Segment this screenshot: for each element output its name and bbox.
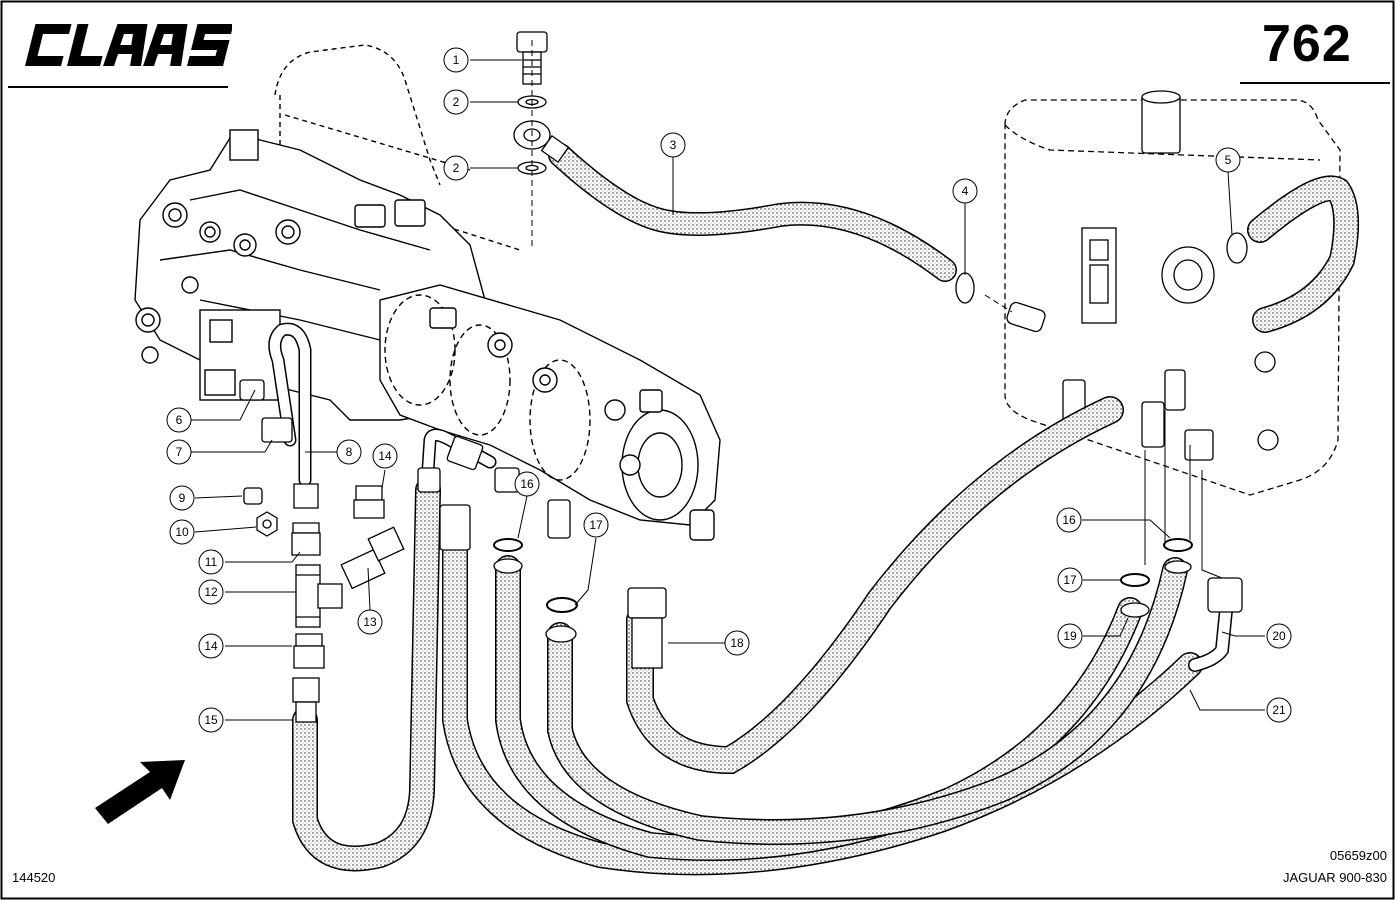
hose-assemblies <box>268 143 1360 876</box>
svg-text:14: 14 <box>204 639 218 653</box>
callout-15: 15 <box>198 707 224 733</box>
callout-1: 1 <box>443 47 469 73</box>
callout-10: 10 <box>169 519 195 545</box>
callout-20: 20 <box>1266 623 1292 649</box>
callout-2a: 2 <box>443 89 469 115</box>
svg-text:16: 16 <box>1062 513 1076 527</box>
callout-5: 5 <box>1215 147 1241 173</box>
callout-4: 4 <box>952 178 978 204</box>
svg-text:3: 3 <box>670 138 677 152</box>
callout-16b: 16 <box>1056 507 1082 533</box>
svg-text:21: 21 <box>1272 703 1286 717</box>
svg-text:2: 2 <box>453 95 460 109</box>
callout-6: 6 <box>166 407 192 433</box>
callout-13: 13 <box>357 609 383 635</box>
svg-text:1: 1 <box>453 53 460 67</box>
oil-tank-fittings <box>1006 90 1279 461</box>
drawing-code: 05659z00 <box>1329 848 1387 863</box>
callout-18: 18 <box>724 630 750 656</box>
callout-11: 11 <box>198 549 224 575</box>
callout-21: 21 <box>1266 697 1292 723</box>
svg-text:11: 11 <box>205 555 218 569</box>
svg-text:14: 14 <box>378 449 392 463</box>
claas-logo <box>25 24 232 66</box>
model-designation: JAGUAR 900-830 <box>1282 870 1387 885</box>
callout-7: 7 <box>166 439 192 465</box>
header-rule-left <box>8 86 228 88</box>
callout-2b: 2 <box>443 155 469 181</box>
page-number: 762 <box>1262 15 1352 73</box>
svg-text:4: 4 <box>962 184 969 198</box>
svg-text:17: 17 <box>589 518 603 532</box>
svg-text:18: 18 <box>730 636 744 650</box>
svg-text:5: 5 <box>1225 153 1232 167</box>
callout-3: 3 <box>660 132 686 158</box>
direction-arrow-icon <box>95 760 185 824</box>
leader-lines <box>191 40 1265 721</box>
callout-markers: 1 2 2 3 4 5 6 7 8 9 10 11 12 13 14 14 15… <box>166 47 1292 733</box>
callout-17b: 17 <box>1057 567 1083 593</box>
callout-12: 12 <box>198 579 224 605</box>
callout-8: 8 <box>336 439 362 465</box>
callout-14b: 14 <box>198 633 224 659</box>
hydraulic-pump-assembly <box>134 44 721 541</box>
illustration-code: 144520 <box>12 870 56 885</box>
hydraulic-oil-tank <box>1004 99 1341 496</box>
callout-19: 19 <box>1057 623 1083 649</box>
callout-9: 9 <box>169 485 195 511</box>
svg-text:13: 13 <box>363 615 377 629</box>
svg-text:8: 8 <box>346 445 353 459</box>
svg-text:16: 16 <box>520 477 534 491</box>
header-rule-right <box>1240 82 1390 84</box>
svg-text:2: 2 <box>453 161 460 175</box>
svg-text:6: 6 <box>176 413 183 427</box>
svg-text:9: 9 <box>179 491 186 505</box>
callout-14a: 14 <box>372 443 398 469</box>
svg-text:7: 7 <box>176 445 183 459</box>
svg-text:10: 10 <box>175 525 189 539</box>
svg-text:17: 17 <box>1063 573 1077 587</box>
svg-text:19: 19 <box>1063 629 1077 643</box>
svg-text:12: 12 <box>204 585 218 599</box>
callout-17a: 17 <box>583 512 609 538</box>
callout-16a: 16 <box>514 471 540 497</box>
svg-text:15: 15 <box>204 713 218 727</box>
svg-text:20: 20 <box>1272 629 1286 643</box>
